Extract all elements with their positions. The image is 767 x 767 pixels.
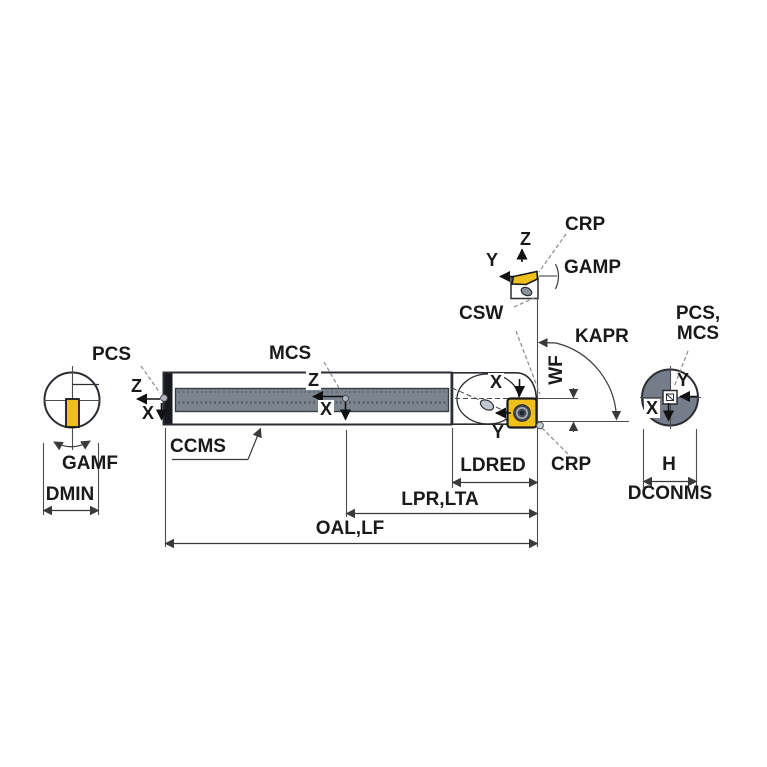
- axis-y-tip: Y: [492, 422, 505, 442]
- label-wf: WF: [546, 355, 567, 385]
- label-pcs-mcs-line2: MCS: [676, 323, 720, 344]
- label-csw: CSW: [459, 303, 504, 324]
- extension-lines: [42, 298, 698, 547]
- label-crp-top: CRP: [565, 214, 606, 235]
- axis-z-left: Z: [131, 376, 142, 396]
- axis-arrows: [135, 248, 697, 430]
- label-gamp: GAMP: [564, 257, 621, 278]
- axis-x-tip: X: [488, 372, 505, 392]
- left-end-view: [43, 366, 101, 451]
- label-ldred: LDRED: [460, 455, 526, 476]
- leader-lines: [140, 233, 689, 457]
- crp-point-marker: [536, 421, 544, 430]
- axis-x-right: X: [644, 398, 661, 418]
- axis-z-mid: Z: [306, 370, 321, 390]
- label-gamf: GAMF: [62, 453, 118, 474]
- axis-y-right: Y: [677, 370, 690, 390]
- label-oal-lf: OAL,LF: [315, 518, 385, 539]
- label-h: H: [662, 454, 676, 475]
- label-lpr-lta: LPR,LTA: [401, 489, 479, 510]
- axis-x-mid: X: [318, 399, 335, 419]
- dimension-lines: [42, 337, 698, 549]
- label-kapr: KAPR: [575, 326, 629, 347]
- axis-y-detail: Y: [486, 250, 499, 270]
- label-crp-bottom: CRP: [551, 454, 592, 475]
- label-pcs-mcs-line1: PCS,: [675, 303, 721, 324]
- label-pcs-mcs-right: PCS,MCS: [676, 304, 720, 344]
- label-dconms: DCONMS: [627, 483, 713, 504]
- axis-x-left: X: [142, 403, 155, 423]
- label-pcs-left: PCS: [92, 344, 132, 365]
- axis-z-detail: Z: [520, 229, 531, 249]
- label-mcs: MCS: [269, 343, 312, 364]
- cutting-head: [451, 372, 538, 429]
- insert-detail-view: [510, 263, 560, 300]
- mcs-origin-marker: [342, 395, 349, 402]
- pcs-origin-marker: [160, 394, 168, 402]
- label-ccms: CCMS: [170, 436, 226, 457]
- label-dmin: DMIN: [45, 484, 95, 505]
